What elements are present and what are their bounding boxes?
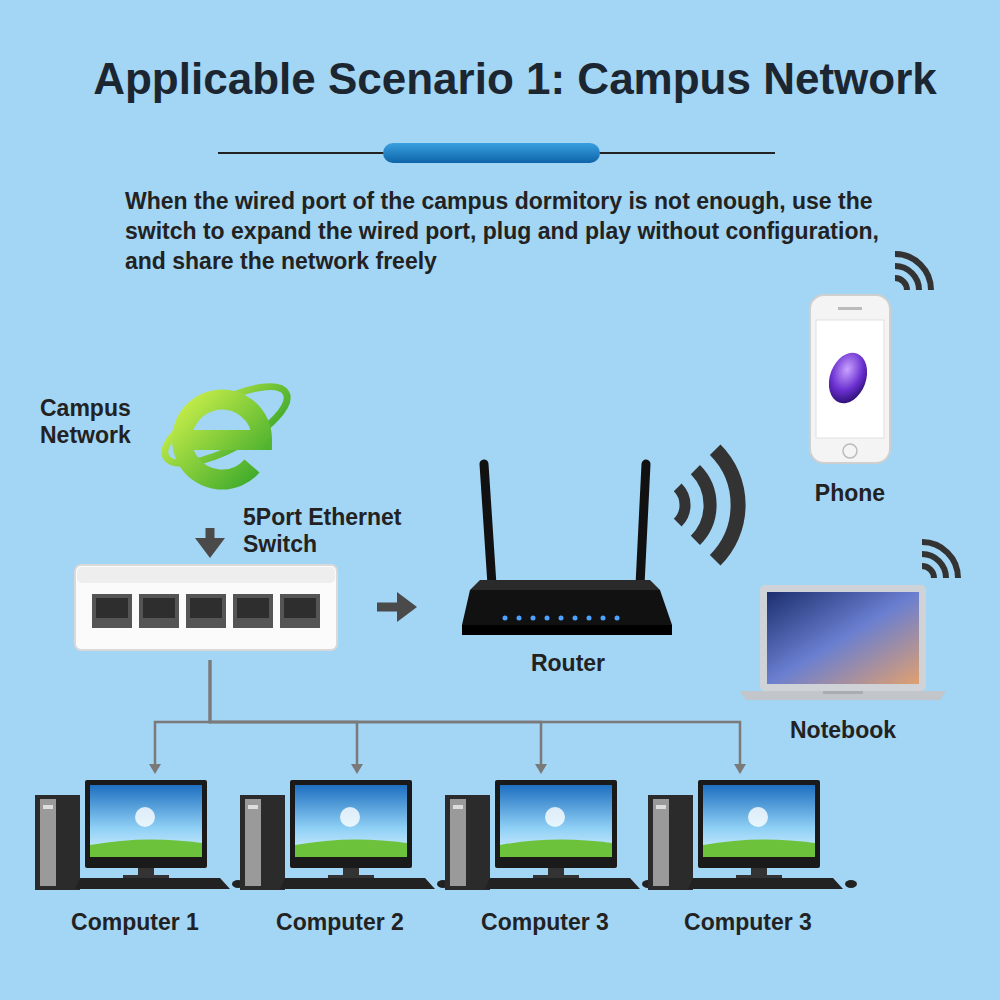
router-antenna [640, 464, 646, 585]
arrow-head [351, 764, 363, 774]
notebook-screen [767, 592, 919, 684]
switch-port [186, 594, 226, 628]
phone-speaker [838, 307, 862, 310]
arrow-head [734, 764, 746, 774]
router-led [517, 616, 522, 621]
connector [155, 660, 210, 765]
phone-wallpaper [822, 347, 874, 408]
wifi-wave [895, 278, 907, 290]
router-led [503, 616, 508, 621]
node-label: 5Port Ethernet Switch [243, 504, 443, 558]
router-front [462, 625, 672, 635]
port-socket [96, 598, 128, 618]
port-socket [284, 598, 316, 618]
caption-box: When the wired port of the campus dormit… [125, 186, 915, 276]
phone-body [810, 295, 890, 463]
connector-group [195, 528, 225, 558]
connector-group [377, 592, 417, 622]
node-label: Router [531, 650, 605, 677]
wifi-wave [895, 266, 919, 290]
connector [210, 660, 740, 765]
node-label: Notebook [790, 717, 896, 744]
node-label: Computer 1 [71, 909, 199, 936]
computer-node: Computer 2 [240, 778, 440, 893]
switch-port [139, 594, 179, 628]
computer-icon [648, 780, 857, 890]
node-label: Campus Network [40, 395, 150, 449]
arrow-head [535, 764, 547, 774]
connector-group [210, 660, 547, 774]
wifi-wave [922, 542, 958, 578]
connector [210, 660, 357, 765]
router-antenna [484, 464, 492, 585]
internet-icon [182, 400, 262, 480]
caption: When the wired port of the campus dormit… [125, 186, 915, 276]
connector [206, 528, 215, 539]
wifi-wave [922, 566, 934, 578]
router-led [615, 616, 620, 621]
router-led [559, 616, 564, 621]
connector [210, 660, 541, 765]
switch-node: 5Port Ethernet Switch [75, 562, 337, 650]
arrow-head [195, 538, 225, 558]
internet-node: Campus Network [150, 370, 292, 500]
router-led [601, 616, 606, 621]
switch-body [75, 565, 337, 650]
notebook-notch [823, 691, 863, 694]
node-label: Phone [815, 480, 885, 507]
wifi-wave [922, 554, 946, 578]
notebook-base [740, 691, 946, 700]
computer-icon [240, 780, 449, 890]
computer-node: Computer 3 [445, 778, 645, 893]
router-led [573, 616, 578, 621]
router-top [470, 580, 660, 590]
connector-group [210, 660, 746, 774]
connector-group [149, 660, 210, 774]
connector-group [210, 660, 363, 774]
notebook-lid [760, 585, 926, 691]
wifi-wave [715, 450, 738, 560]
router-node: Router [462, 458, 674, 638]
arrow-head [149, 764, 161, 774]
title-bar [383, 143, 600, 163]
node-label: Computer 3 [481, 909, 609, 936]
phone-node: Phone [810, 295, 890, 463]
wifi-wave [695, 470, 710, 541]
computer-icon [445, 780, 654, 890]
title: Applicable Scenario 1: Campus Network [40, 52, 990, 106]
port-socket [143, 598, 175, 618]
phone-button [843, 444, 857, 458]
switch-top [77, 567, 335, 583]
computer-node: Computer 3 [648, 778, 848, 893]
wifi-wave [678, 487, 685, 522]
node-label: Computer 3 [684, 909, 812, 936]
computer-icon [35, 780, 244, 890]
router-led [587, 616, 592, 621]
title-box: Applicable Scenario 1: Campus Network [40, 52, 990, 106]
node-label: Computer 2 [276, 909, 404, 936]
arrow-head [397, 592, 417, 622]
switch-port [280, 594, 320, 628]
router-body [462, 590, 672, 625]
switch-port [233, 594, 273, 628]
connector [377, 603, 398, 612]
switch-port [92, 594, 132, 628]
wifi-wave [895, 254, 931, 290]
computer-node: Computer 1 [35, 778, 235, 893]
phone-screen [816, 320, 884, 438]
port-socket [190, 598, 222, 618]
port-socket [237, 598, 269, 618]
notebook-node: Notebook [740, 585, 946, 701]
router-led [545, 616, 550, 621]
router-led [531, 616, 536, 621]
